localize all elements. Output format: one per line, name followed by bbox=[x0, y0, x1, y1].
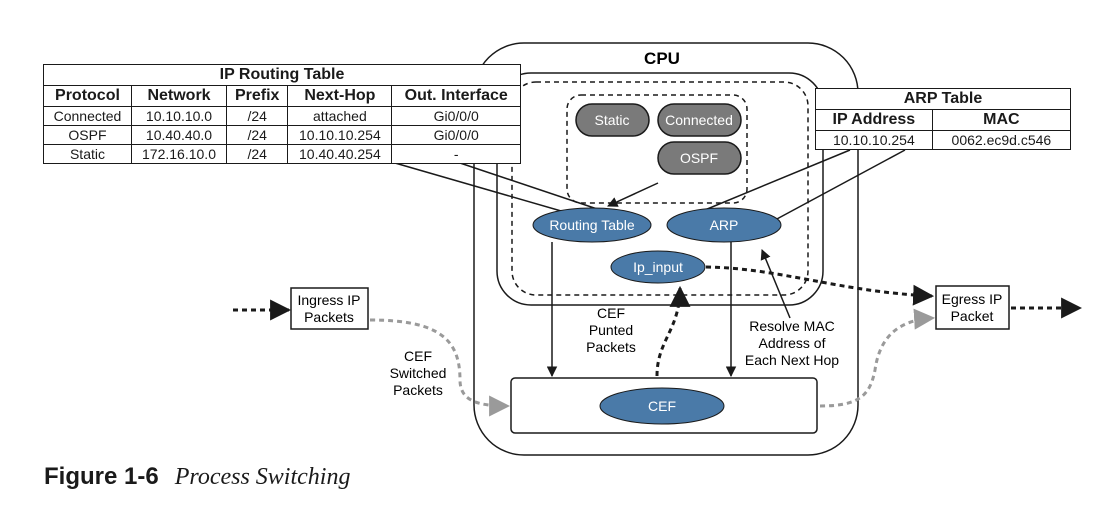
dashed-region bbox=[511, 81, 809, 296]
table-row: OSPF 10.40.40.0 /24 10.10.10.254 Gi0/0/0 bbox=[43, 125, 521, 145]
table-cell: Static bbox=[43, 144, 132, 164]
ospf-pill bbox=[657, 141, 742, 175]
arp-table: ARP Table IP Address MAC 10.10.10.254 00… bbox=[815, 88, 1072, 150]
connected-pill bbox=[657, 103, 742, 137]
table-cell: OSPF bbox=[43, 125, 132, 145]
routing-table-title: IP Routing Table bbox=[43, 64, 521, 86]
cef-node-label: CEF bbox=[648, 398, 676, 414]
table-cell: 172.16.10.0 bbox=[130, 144, 228, 164]
routing-header-network: Network bbox=[130, 85, 228, 107]
control-plane-box bbox=[496, 72, 824, 306]
ip-input-node bbox=[610, 250, 706, 284]
egress-box bbox=[935, 285, 1010, 330]
ingress-label-line-1: Ingress IP bbox=[297, 292, 360, 308]
table-cell: /24 bbox=[226, 106, 289, 126]
table-cell: 10.40.40.0 bbox=[130, 125, 228, 145]
arp-header-ip-address: IP Address bbox=[815, 109, 933, 131]
table-cell: 10.10.10.0 bbox=[130, 106, 228, 126]
cef-punted-path bbox=[655, 285, 691, 377]
routing-table-node bbox=[532, 207, 652, 243]
static-label: Static bbox=[594, 112, 629, 128]
table-cell: Gi0/0/0 bbox=[391, 106, 521, 126]
resolve-mac-label-line-2: Address of bbox=[759, 335, 826, 351]
cef-punted-label-line-3: Packets bbox=[586, 339, 636, 355]
egress-label-line-2: Packet bbox=[951, 308, 994, 324]
arp-table-connector-right bbox=[774, 149, 906, 221]
table-cell: attached bbox=[287, 106, 393, 126]
cef-switched-label-line-3: Packets bbox=[393, 382, 443, 398]
arp-table-title: ARP Table bbox=[815, 88, 1071, 110]
table-cell: /24 bbox=[226, 125, 289, 145]
cef-punted-label-line-1: CEF bbox=[597, 305, 625, 321]
resolve-mac-arrow bbox=[760, 249, 791, 319]
cef-switched-label-line-1: CEF bbox=[404, 348, 432, 364]
ip-input-to-egress-path bbox=[705, 265, 935, 306]
table-cell: 10.10.10.254 bbox=[815, 130, 933, 150]
routing-table-node-label: Routing Table bbox=[549, 217, 635, 233]
routing-table-connector-left bbox=[394, 162, 576, 216]
routing-header-next-hop: Next-Hop bbox=[287, 85, 393, 107]
table-cell: Gi0/0/0 bbox=[391, 125, 521, 145]
table-row: 10.10.10.254 0062.ec9d.c546 bbox=[815, 130, 1072, 150]
ingress-box bbox=[290, 287, 369, 330]
sources-to-routing-arrow bbox=[607, 182, 659, 207]
routing-header-protocol: Protocol bbox=[43, 85, 132, 107]
cef-punted-label-line-2: Punted bbox=[589, 322, 633, 338]
table-row: Static 172.16.10.0 /24 10.40.40.254 - bbox=[43, 144, 521, 164]
cef-switched-label-line-2: Switched bbox=[390, 365, 447, 381]
static-pill bbox=[575, 103, 650, 137]
ip-input-node-label: Ip_input bbox=[633, 259, 683, 275]
routing-header-out-interface: Out. Interface bbox=[391, 85, 521, 107]
table-cell: - bbox=[391, 144, 521, 164]
sources-region bbox=[566, 94, 748, 204]
resolve-mac-label-line-3: Each Next Hop bbox=[745, 352, 839, 368]
resolve-mac-label-line-1: Resolve MAC bbox=[749, 318, 835, 334]
ingress-to-cef-path bbox=[369, 318, 511, 417]
arp-node bbox=[666, 207, 782, 243]
cef-node bbox=[599, 387, 725, 425]
table-cell: Connected bbox=[43, 106, 132, 126]
ip-routing-table: IP Routing Table Protocol Network Prefix… bbox=[43, 64, 521, 164]
arp-node-label: ARP bbox=[710, 217, 739, 233]
egress-label-line-1: Egress IP bbox=[942, 291, 1003, 307]
figure-title: Process Switching bbox=[174, 464, 351, 490]
arp-header-mac: MAC bbox=[931, 109, 1072, 131]
cpu-label: CPU bbox=[644, 49, 680, 68]
arp-table-connector-left bbox=[699, 149, 851, 213]
figure-caption: Figure 1-6 Process Switching bbox=[44, 463, 350, 491]
table-cell: /24 bbox=[226, 144, 289, 164]
table-cell: 10.40.40.254 bbox=[287, 144, 393, 164]
table-cell: 10.10.10.254 bbox=[287, 125, 393, 145]
connected-label: Connected bbox=[665, 112, 733, 128]
table-cell: 0062.ec9d.c546 bbox=[931, 130, 1072, 150]
table-row: Connected 10.10.10.0 /24 attached Gi0/0/… bbox=[43, 106, 521, 126]
ingress-label-line-2: Packets bbox=[304, 309, 354, 325]
cef-to-egress-path bbox=[819, 308, 936, 408]
ospf-label: OSPF bbox=[680, 150, 718, 166]
routing-header-prefix: Prefix bbox=[226, 85, 289, 107]
figure-number: Figure 1-6 bbox=[44, 463, 159, 490]
